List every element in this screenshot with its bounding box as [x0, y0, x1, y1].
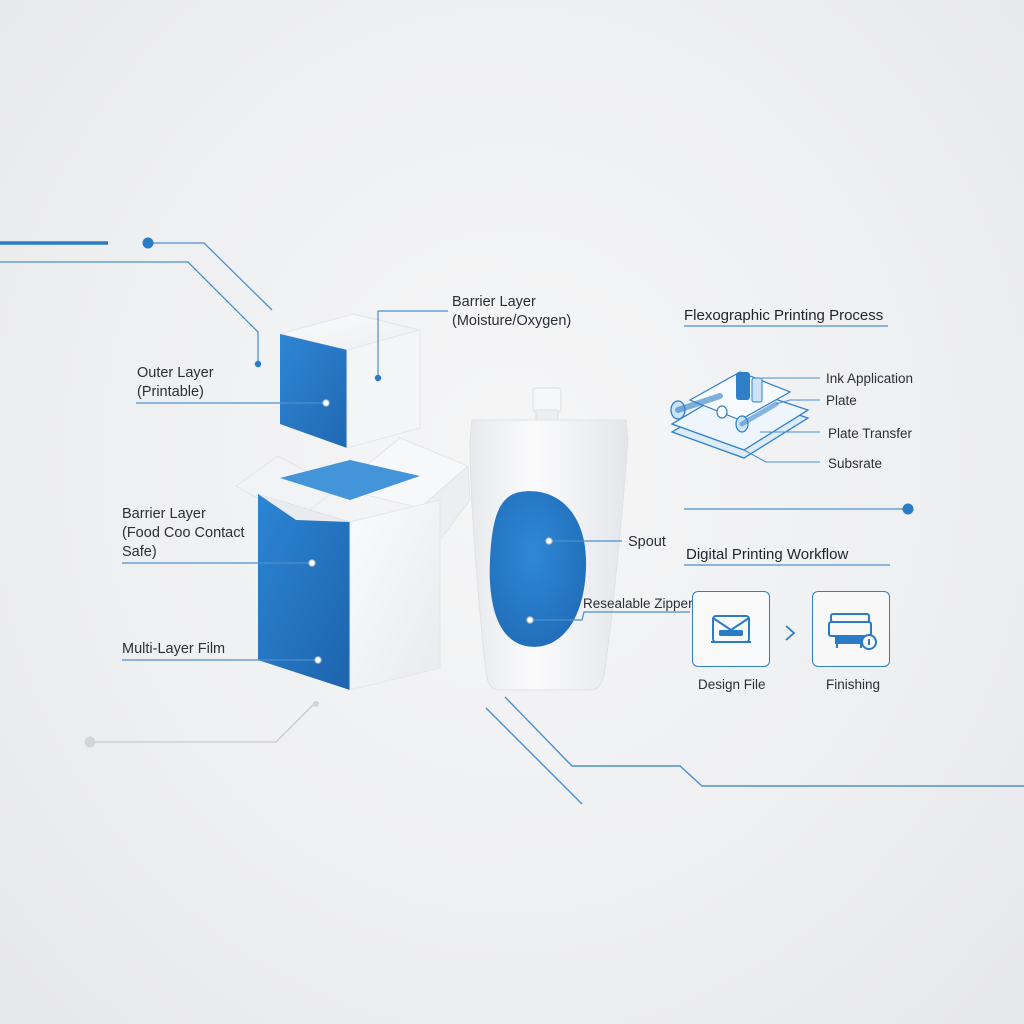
outer-layer-connector: [0, 261, 259, 364]
finishing-label: Finishing: [826, 677, 881, 692]
cube-white-face: [346, 329, 421, 449]
flexo-leader-plate: [775, 399, 820, 405]
label-barrier-moisture: Barrier Layer (Moisture/Oxygen): [452, 294, 572, 329]
decor-grey-node-small: [313, 701, 319, 707]
decor-node-right: [902, 503, 914, 515]
leader-barrier-top-dot: [374, 374, 382, 382]
label-resealable-zipper: Resealable Zipper: [583, 596, 693, 611]
leader-barrier-top: [377, 310, 448, 378]
decor-grey-node: [84, 736, 96, 748]
box-front-flap-edge: [258, 494, 350, 522]
decor-node-top: [142, 237, 154, 249]
label-multilayer-film: Multi-Layer Film: [122, 641, 226, 657]
box-blue-face: [258, 494, 350, 690]
finishing-card: [812, 591, 890, 667]
label-barrier-food: Barrier Layer (Food Coo Contact Safe): [122, 506, 245, 560]
box-white-face: [349, 499, 441, 691]
leader-zipper-dot: [526, 616, 534, 624]
design-file-card: [692, 591, 770, 667]
flexo-roller-mid: [716, 405, 728, 419]
digital-title: Digital Printing Workflow: [686, 546, 849, 563]
leader-spout-dot: [545, 537, 553, 545]
decor-diagonal-2: [504, 696, 1024, 787]
design-file-label: Design File: [698, 677, 766, 692]
flexo-ink-unit-2: [751, 377, 763, 403]
outer-layer-node: [254, 360, 262, 368]
label-spout: Spout: [628, 534, 666, 550]
flexo-label-ink: Ink Application: [826, 371, 914, 386]
flexo-ink-unit: [736, 372, 750, 400]
flexo-leader-substrate: [743, 449, 820, 463]
label-outer-layer: Outer Layer (Printable): [137, 365, 214, 400]
flexo-roller-right-axle: [739, 401, 779, 427]
pouch-blue-oval: [489, 491, 587, 647]
leader-barrier-food-dot: [308, 559, 316, 567]
leader-zipper: [530, 611, 690, 621]
printer-info-icon: [828, 613, 877, 650]
box-inner-liner: [280, 460, 420, 500]
flexo-label-plate: Plate: [826, 393, 857, 408]
envelope-tray-icon: [711, 615, 751, 643]
decor-connector-top: [148, 242, 273, 311]
flexo-label-substrate: Subsrate: [828, 456, 883, 471]
decor-grey-connector: [90, 701, 317, 743]
cube-blue-face: [280, 334, 347, 448]
flexo-roller-axle: [675, 393, 723, 413]
decor-diagonal-1: [485, 707, 583, 805]
flexo-label-plate-transfer: Plate Transfer: [828, 426, 913, 441]
leader-outer-layer-dot: [322, 399, 330, 407]
leader-multilayer-dot: [314, 656, 322, 664]
flexo-title: Flexographic Printing Process: [684, 307, 884, 324]
